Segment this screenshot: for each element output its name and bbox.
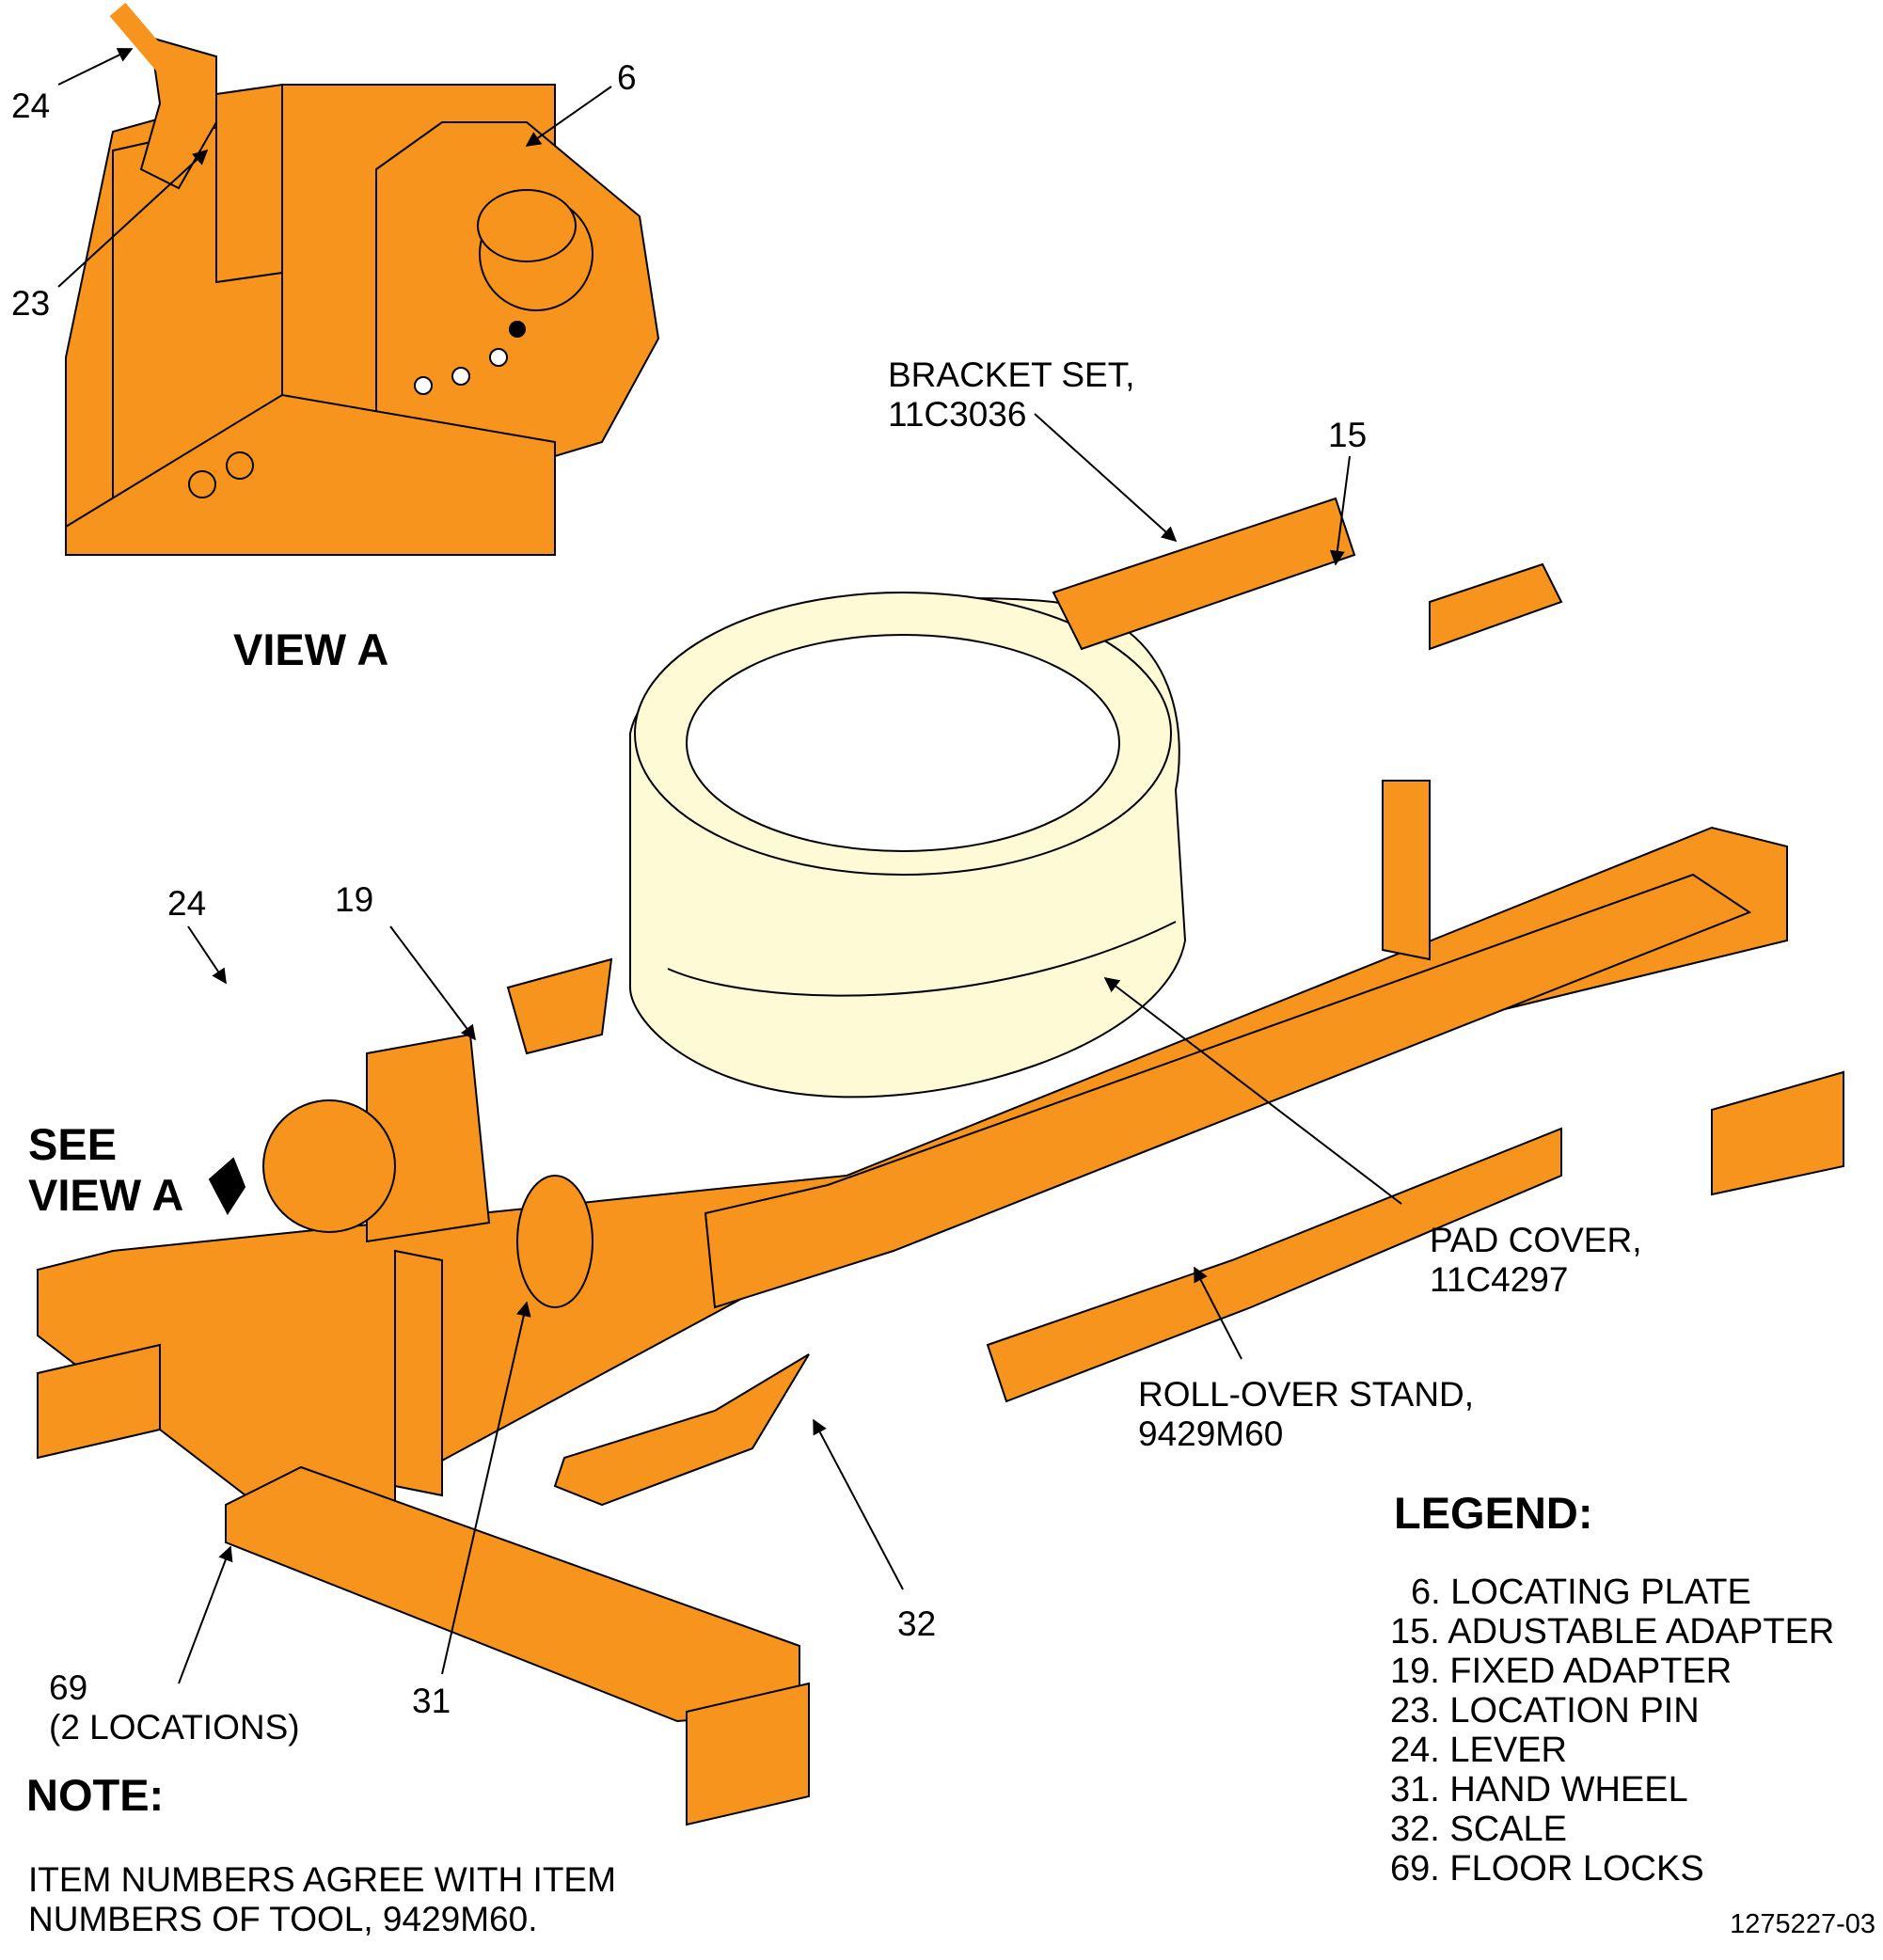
callout-24-top: 24	[11, 87, 51, 125]
legend-item: 69. FLOOR LOCKS	[1390, 1849, 1704, 1889]
callout-23: 23	[11, 284, 51, 323]
legend-item: 23. LOCATION PIN	[1390, 1691, 1700, 1731]
callout-15: 15	[1328, 416, 1368, 454]
legend-list: 6. LOCATING PLATE 15. ADUSTABLE ADAPTER …	[1390, 1573, 1834, 1889]
view-a-title: VIEW A	[233, 624, 389, 674]
callout-19: 19	[335, 880, 374, 919]
legend-item: 24. LEVER	[1390, 1731, 1567, 1770]
legend-item: 6. LOCATING PLATE	[1411, 1573, 1751, 1612]
leader-lines	[57, 48, 1402, 1684]
ring-component	[629, 592, 1187, 1099]
callout-32: 32	[897, 1604, 937, 1643]
leader-24-top	[57, 48, 134, 86]
leader-19	[389, 925, 476, 1041]
leader-rollover-stand	[1194, 1266, 1242, 1360]
see-view-a-label: SEE VIEW A	[28, 1119, 184, 1220]
legend-title: LEGEND:	[1394, 1488, 1593, 1538]
callout-rollover-stand: ROLL-OVER STAND, 9429M60	[1138, 1375, 1475, 1453]
legend-item: 31. HAND WHEEL	[1390, 1770, 1688, 1810]
legend-item: 32. SCALE	[1390, 1810, 1567, 1849]
legend-item: 15. ADUSTABLE ADAPTER	[1390, 1612, 1835, 1652]
view-a-detail	[65, 2, 660, 556]
callout-pad-cover: PAD COVER, 11C4297	[1430, 1221, 1642, 1299]
callout-31: 31	[412, 1682, 451, 1720]
leader-31	[441, 1301, 531, 1675]
figure-number: 1275227-03	[1730, 1909, 1875, 1939]
leader-pad-cover	[1103, 977, 1402, 1205]
note-title: NOTE:	[26, 1770, 165, 1820]
stand-frame	[37, 497, 1844, 1826]
see-view-a-arrow	[208, 1157, 246, 1215]
note-text: ITEM NUMBERS AGREE WITH ITEM NUMBERS OF …	[28, 1860, 616, 1938]
callout-69: 69 (2 LOCATIONS)	[49, 1668, 300, 1747]
leader-15	[1329, 455, 1351, 566]
callout-24: 24	[167, 884, 207, 923]
leader-6	[525, 86, 612, 147]
leader-23	[57, 149, 209, 288]
callout-bracket-set: BRACKET SET, 11C3036	[888, 356, 1135, 434]
leader-24	[187, 925, 227, 985]
leader-bracket-set	[1034, 413, 1178, 543]
callout-6: 6	[617, 58, 637, 97]
legend-item: 19. FIXED ADAPTER	[1390, 1652, 1733, 1691]
leader-32	[813, 1418, 904, 1590]
leader-69	[178, 1545, 233, 1684]
